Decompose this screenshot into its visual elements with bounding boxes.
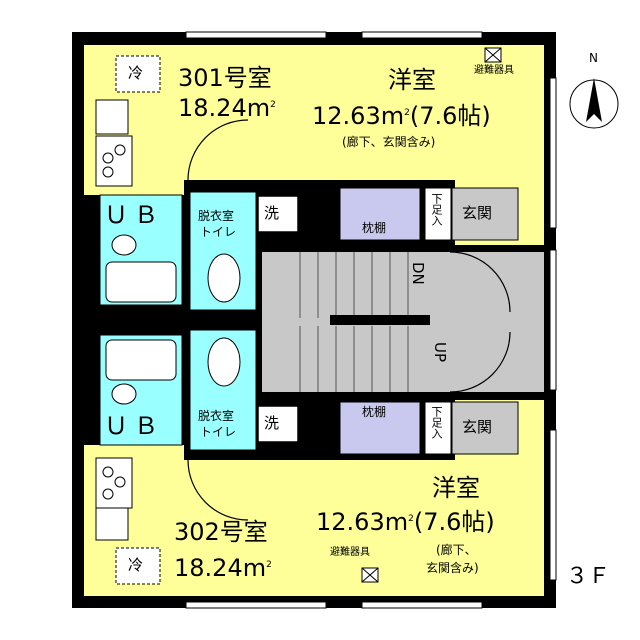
unit-301-bathtub [105, 261, 177, 303]
unit-302-shoebox [424, 401, 452, 455]
unit-301-bath-label: ＵＢ [104, 201, 164, 229]
unit-301-toilet-label: トイレ [200, 225, 237, 239]
unit-302-entrance-label: 玄関 [462, 418, 493, 436]
floor-label: ３Ｆ [566, 564, 611, 589]
unit-302-room-area-value: 12.63 [316, 508, 385, 536]
unit-302-toilet-label: トイレ [200, 425, 237, 439]
unit-302-number: 302号室 [174, 518, 268, 546]
unit-301-total-area-value: 18.24 [178, 94, 247, 122]
unit-302-dressing-label: 脱衣室 [198, 409, 235, 423]
hall-door-arc-top [449, 251, 511, 313]
unit-301-room-area-unit: m [380, 102, 405, 130]
unit-301-room-area-tail: (7.6帖) [409, 102, 491, 130]
unit-301-room-area-sup: 2 [404, 108, 410, 118]
unit-302-entry-arc [187, 459, 249, 521]
window [549, 77, 557, 229]
unit-301-sink [95, 99, 129, 135]
unit-302-bathtub [105, 339, 177, 381]
unit-302-total-area-value: 18.24 [174, 554, 243, 582]
stair-center-rail [330, 315, 430, 325]
unit-302-room-area-tail: (7.6帖) [413, 508, 495, 536]
unit-301-burner [102, 166, 114, 178]
unit-302-bath-label: ＵＢ [104, 412, 164, 440]
unit-302-room-area: 12.63m2(7.6帖) [316, 510, 495, 534]
unit-302-stove [95, 457, 133, 509]
unit-301-fridge-label: 冷 [128, 64, 144, 82]
unit-302-closet [339, 401, 421, 455]
unit-301-number: 301号室 [178, 64, 272, 92]
unit-301-evac-label: 避難器具 [474, 65, 514, 76]
unit-302-sink [95, 505, 129, 541]
unit-301-shoebox-label: 下足入 [430, 193, 443, 226]
unit-302-toilet [207, 337, 241, 387]
window [549, 429, 557, 581]
unit-302-burner [114, 476, 126, 488]
compass-needle [586, 78, 602, 122]
unit-302-room-note-1: (廊下、 [436, 543, 477, 557]
hall-door-arc-bottom [449, 331, 511, 393]
stair-down-label: DN [409, 262, 427, 285]
unit-301-room-area: 12.63m2(7.6帖) [312, 104, 491, 128]
stair-treads [299, 252, 409, 392]
unit-301-room-type: 洋室 [388, 66, 436, 94]
unit-302-total-area-unit: m [242, 554, 267, 582]
unit-302-fridge-label: 冷 [128, 556, 144, 574]
unit-301-room-note: (廊下、玄関含み) [342, 135, 436, 149]
unit-301-total-area-sup: 2 [270, 100, 276, 110]
unit-301-closet [339, 187, 421, 241]
unit-301-fridge [115, 55, 161, 93]
unit-301-shoebox [424, 187, 452, 241]
unit-301-dressing-label: 脱衣室 [198, 209, 235, 223]
unit-302-room-note-2: 玄関含み) [426, 561, 479, 575]
unit-302-evac-label: 避難器具 [330, 547, 370, 558]
unit-301-total-area: 18.24m2 [178, 96, 276, 120]
unit-302-shoebox-label: 下足入 [430, 406, 443, 439]
compass-label: N [589, 51, 598, 65]
unit-302-fridge [115, 547, 161, 585]
window [361, 601, 483, 609]
unit-301-toilet [207, 253, 241, 303]
unit-301-basin [111, 234, 137, 256]
window [185, 31, 327, 39]
unit-302-burner [102, 488, 114, 500]
window [549, 249, 557, 391]
unit-302-washer-label: 洗 [264, 414, 280, 432]
unit-301-entrance-label: 玄関 [462, 204, 493, 222]
unit-301-room-area-value: 12.63 [312, 102, 381, 130]
unit-301-total-area-unit: m [246, 94, 271, 122]
unit-302-washer [257, 405, 299, 443]
unit-302-burner [102, 466, 114, 478]
unit-301-washer [257, 195, 299, 233]
unit-302-room-type: 洋室 [432, 474, 480, 502]
unit-302-room-area-unit: m [384, 508, 409, 536]
unit-302-total-area: 18.24m2 [174, 556, 272, 580]
unit-301-entry-arc [187, 119, 249, 181]
unit-301-entrance [451, 187, 519, 241]
unit-302-entrance [451, 401, 519, 455]
unit-301-burner [114, 144, 126, 156]
unit-301-burner [102, 152, 114, 164]
unit-302-basin [111, 383, 137, 405]
stair-up-label: UP [431, 342, 449, 363]
unit-301-stove [95, 135, 133, 187]
unit-302-room-area-sup: 2 [408, 514, 414, 524]
unit-302-total-area-sup: 2 [266, 560, 272, 570]
window [185, 601, 327, 609]
window [361, 31, 483, 39]
unit-301-washer-label: 洗 [264, 204, 280, 222]
unit-301-shelf-label: 枕棚 [362, 221, 387, 235]
unit-302-shelf-label: 枕棚 [362, 405, 387, 419]
